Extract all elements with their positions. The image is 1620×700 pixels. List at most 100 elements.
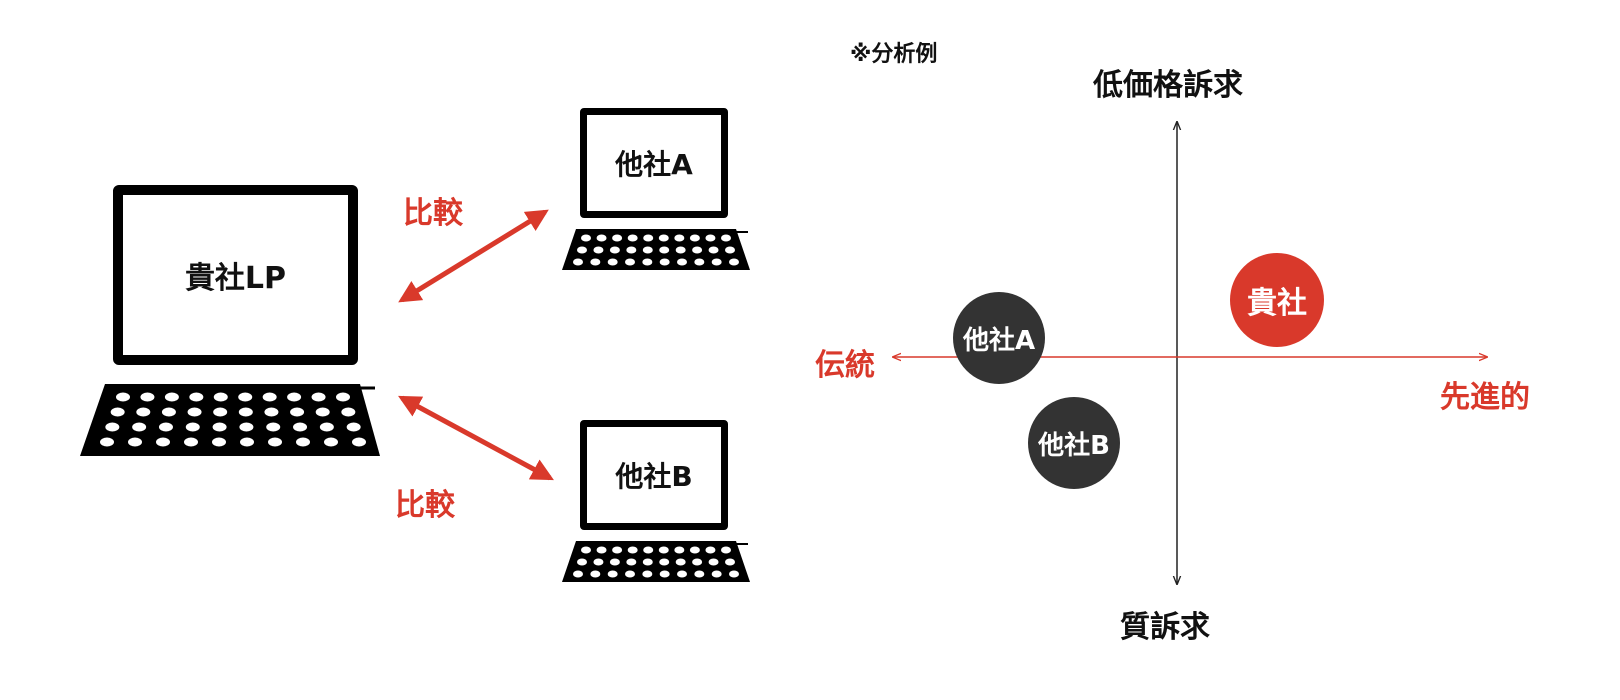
competitor-b-screen: 他社B xyxy=(580,420,728,530)
key-dot xyxy=(140,392,155,402)
key-dot xyxy=(627,234,638,242)
key-dot xyxy=(643,546,654,554)
bubble-competitor-b-label: 他社B xyxy=(1038,430,1110,461)
key-dot xyxy=(626,246,637,254)
key-dot xyxy=(324,437,338,447)
key-dot xyxy=(607,258,618,266)
key-dot xyxy=(164,392,179,402)
key-dot xyxy=(105,422,120,432)
key-dot xyxy=(346,422,361,432)
competitor-a-screen: 他社A xyxy=(580,108,728,218)
analysis-example-note: ※分析例 xyxy=(850,42,938,67)
key-dot xyxy=(581,546,591,554)
key-dot xyxy=(577,558,587,566)
key-dot xyxy=(593,558,604,566)
key-dot xyxy=(705,546,716,554)
key-dot xyxy=(187,407,202,417)
compare-label-top: 比較 xyxy=(403,196,463,231)
key-dot xyxy=(293,422,308,432)
key-dot xyxy=(128,437,142,447)
key-dot xyxy=(240,437,254,447)
key-dot xyxy=(625,258,635,266)
key-dot xyxy=(590,258,601,266)
key-dot xyxy=(694,258,705,266)
key-dot xyxy=(694,570,705,578)
key-dot xyxy=(659,246,670,254)
bubble-competitor-a: 他社A xyxy=(953,292,1045,384)
key-dot xyxy=(642,558,653,566)
axis-right-label: 先進的 xyxy=(1440,380,1530,415)
key-dot xyxy=(609,246,620,254)
bubble-competitor-b: 他社B xyxy=(1028,397,1120,489)
key-dot xyxy=(311,392,326,402)
key-dot xyxy=(213,392,228,402)
key-dot xyxy=(711,258,722,266)
key-dot xyxy=(315,407,330,417)
key-dot xyxy=(689,546,700,554)
key-dot xyxy=(711,570,722,578)
key-dot xyxy=(239,422,254,432)
key-dot xyxy=(189,392,204,402)
main-laptop-label: 貴社LP xyxy=(184,261,287,296)
key-dot xyxy=(110,407,125,417)
key-dot xyxy=(642,570,653,578)
key-dot xyxy=(725,246,735,254)
key-dot xyxy=(721,546,731,554)
compare-arrow-bottom xyxy=(398,395,554,481)
main-laptop-screen: 貴社LP xyxy=(113,185,358,365)
competitor-a-label: 他社A xyxy=(615,148,693,181)
key-dot xyxy=(262,392,277,402)
key-dot xyxy=(725,558,735,566)
key-dot xyxy=(136,407,151,417)
key-dot xyxy=(675,246,686,254)
bubble-competitor-a-label: 他社A xyxy=(962,325,1036,356)
compare-arrow-top xyxy=(398,209,549,303)
key-dot xyxy=(573,570,583,578)
key-dot xyxy=(352,437,366,447)
key-dot xyxy=(643,234,654,242)
key-dot xyxy=(319,422,334,432)
key-dot xyxy=(100,437,114,447)
key-dot xyxy=(729,258,739,266)
key-dot xyxy=(607,570,618,578)
key-dot xyxy=(593,246,604,254)
key-dot xyxy=(590,570,601,578)
key-dot xyxy=(689,234,700,242)
key-dot xyxy=(184,437,198,447)
key-dot xyxy=(659,558,670,566)
key-dot xyxy=(674,234,685,242)
key-dot xyxy=(675,558,686,566)
key-dot xyxy=(161,407,176,417)
key-dot xyxy=(573,258,583,266)
competitor-b-label: 他社B xyxy=(615,460,693,493)
key-dot xyxy=(612,546,623,554)
key-dot xyxy=(213,407,228,417)
axis-bottom-label: 質訴求 xyxy=(1120,610,1210,645)
key-dot xyxy=(692,558,703,566)
key-dot xyxy=(612,234,623,242)
key-dot xyxy=(658,234,669,242)
main-laptop-keyboard xyxy=(80,384,380,456)
key-dot xyxy=(609,558,620,566)
key-dot xyxy=(296,437,310,447)
key-dot xyxy=(625,570,635,578)
key-dot xyxy=(185,422,200,432)
key-dot xyxy=(577,246,587,254)
key-dot xyxy=(287,392,302,402)
key-dot xyxy=(708,246,719,254)
key-dot xyxy=(708,558,719,566)
key-dot xyxy=(581,234,591,242)
competitor-a-keyboard xyxy=(562,229,750,270)
key-dot xyxy=(290,407,305,417)
key-dot xyxy=(336,392,350,402)
key-dot xyxy=(268,437,282,447)
axis-top-label: 低価格訴求 xyxy=(1093,68,1243,103)
key-dot xyxy=(238,407,253,417)
competitor-b-keyboard xyxy=(562,541,750,582)
key-dot xyxy=(116,392,130,402)
key-dot xyxy=(674,546,685,554)
key-dot xyxy=(264,407,279,417)
axis-left-label: 伝統 xyxy=(815,348,875,383)
